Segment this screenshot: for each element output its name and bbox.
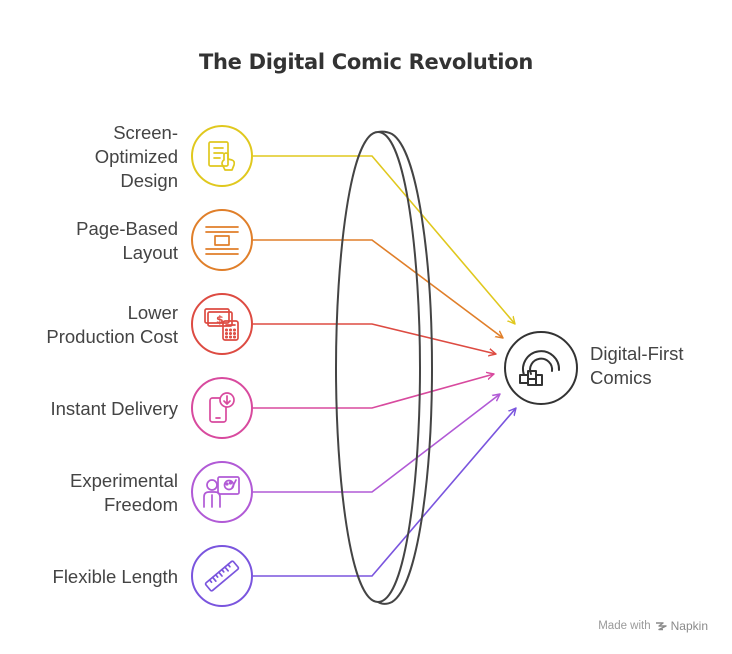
output-label-line2: Comics [590,367,652,388]
input-label-page-based-layout: Page-Based Layout [76,218,178,263]
connector-line [252,323,496,354]
ruler-icon [204,560,240,592]
input-label-screen-optimized-design: Screen- Optimized Design [94,122,178,191]
input-label-flexible-length: Flexible Length [52,566,178,587]
artist-palette-icon [203,476,240,508]
input-node [191,209,253,271]
footer-credit: Made with Napkin [598,619,708,633]
page-layout-icon [205,226,239,255]
output-label: Digital-First Comics [590,342,684,390]
connector-line [252,155,515,324]
input-node: $ [191,293,253,355]
input-label-lower-production-cost: Lower Production Cost [46,302,178,347]
footer-made-with: Made with [598,620,651,632]
money-calculator-icon: $ [204,308,239,341]
diagram-title: The Digital Comic Revolution [199,50,533,74]
connector-lines [252,155,516,577]
tablet-touch-icon [208,141,236,171]
footer-brand: Napkin [670,619,708,633]
input-node [191,377,253,439]
output-label-line1: Digital-First [590,343,684,364]
input-node [191,125,253,187]
input-label-instant-delivery: Instant Delivery [50,398,179,419]
phone-download-icon [209,392,235,423]
connector-line [252,394,500,493]
digital-comic-icon [519,350,561,386]
input-node [191,545,253,607]
connector-line [252,374,494,409]
svg-text:$: $ [216,313,224,326]
output-node [504,331,578,405]
input-label-experimental-freedom: Experimental Freedom [70,470,178,515]
input-node [191,461,253,523]
napkin-logo-icon [655,622,667,631]
connector-line [252,408,516,577]
input-icons: $ [191,125,253,607]
connector-line [252,239,503,338]
lens-shape [334,130,434,605]
